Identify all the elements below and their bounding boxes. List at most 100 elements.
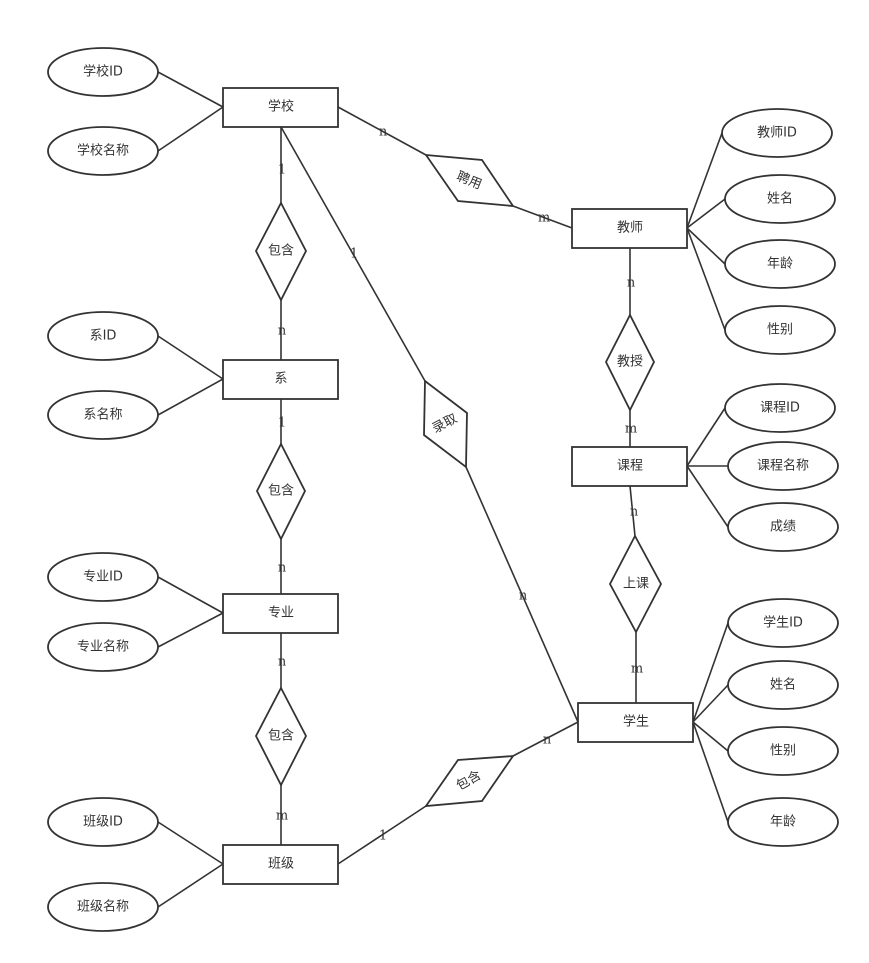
svg-text:班级名称: 班级名称 xyxy=(77,899,129,915)
attr-student-id: 学生ID xyxy=(727,598,839,648)
relationships: 聘用 包含 教授 录取 包含 上课 包含 包含 xyxy=(254,153,663,808)
svg-text:系: 系 xyxy=(274,372,287,387)
svg-text:学校名称: 学校名称 xyxy=(77,143,129,159)
link-student-name xyxy=(692,684,729,723)
entity-school: 学校 xyxy=(222,87,339,128)
attr-major-name: 专业名称 xyxy=(47,622,159,672)
svg-text:教师ID: 教师ID xyxy=(757,125,797,141)
svg-text:姓名: 姓名 xyxy=(770,677,796,693)
rel-attend: 上课 xyxy=(608,534,663,634)
entity-course: 课程 xyxy=(571,446,688,487)
svg-text:年龄: 年龄 xyxy=(770,815,796,830)
connectors xyxy=(157,71,729,908)
link-school-admit xyxy=(280,126,426,382)
attr-teacher-gender: 性别 xyxy=(724,305,836,355)
svg-text:学校: 学校 xyxy=(268,99,294,115)
link-admit-student xyxy=(465,466,579,723)
link-dept-name xyxy=(157,378,224,416)
svg-text:专业: 专业 xyxy=(268,606,294,621)
card-contain-class: m xyxy=(276,809,288,824)
attr-course-score: 成绩 xyxy=(727,502,839,552)
rel-contain-dept-major: 包含 xyxy=(255,442,307,542)
link-major-id xyxy=(157,576,224,614)
entity-dept: 系 xyxy=(222,359,339,400)
attr-dept-name: 系名称 xyxy=(47,390,159,440)
card-contain-dept: n xyxy=(278,324,287,339)
card-class-contain: 1 xyxy=(379,829,387,844)
link-class-name xyxy=(157,863,224,908)
svg-text:教授: 教授 xyxy=(617,354,643,370)
svg-text:课程: 课程 xyxy=(617,459,643,474)
svg-text:性别: 性别 xyxy=(767,323,793,338)
attributes: 学校ID 学校名称 系ID 系名称 专业ID 专业名称 班级ID 班级名称 xyxy=(47,47,839,932)
svg-text:班级: 班级 xyxy=(268,857,294,872)
card-admit-student: n xyxy=(519,589,528,604)
link-teacher-id xyxy=(686,132,723,229)
cardinalities: n m 1 n 1 n n m 1 n n m n m 1 n xyxy=(276,125,643,844)
card-teach-course: m xyxy=(625,422,637,437)
link-dept-id xyxy=(157,335,224,380)
card-school-admit: 1 xyxy=(350,247,358,262)
card-major-contain: n xyxy=(278,655,287,670)
attr-class-id: 班级ID xyxy=(47,797,159,847)
attr-student-name: 姓名 xyxy=(727,660,839,710)
link-class-id xyxy=(157,821,224,865)
card-attend-student: m xyxy=(631,662,643,677)
svg-text:教师: 教师 xyxy=(617,220,643,236)
rel-contain-major-class: 包含 xyxy=(254,686,308,787)
attr-school-name: 学校名称 xyxy=(47,126,159,176)
link-student-id xyxy=(692,622,729,723)
svg-text:课程名称: 课程名称 xyxy=(757,458,809,474)
svg-text:上课: 上课 xyxy=(623,577,649,592)
card-school-contain: 1 xyxy=(278,163,286,178)
link-course-attend xyxy=(629,485,636,537)
svg-text:专业名称: 专业名称 xyxy=(77,639,129,655)
link-teacher-age xyxy=(686,227,726,265)
link-contain-student xyxy=(512,721,579,757)
attr-school-id: 学校ID xyxy=(47,47,159,97)
rel-admit: 录取 xyxy=(423,379,468,469)
svg-text:包含: 包含 xyxy=(268,243,294,259)
attr-dept-id: 系ID xyxy=(47,311,159,361)
link-major-name xyxy=(157,612,224,648)
card-contain-major: n xyxy=(278,561,287,576)
svg-text:系名称: 系名称 xyxy=(83,407,122,423)
attr-course-id: 课程ID xyxy=(724,383,836,433)
link-teacher-gender xyxy=(686,227,726,331)
attr-major-id: 专业ID xyxy=(47,552,159,602)
card-teacher-teach: n xyxy=(627,276,636,291)
card-contain-student: n xyxy=(543,733,552,748)
entity-major: 专业 xyxy=(222,593,339,634)
attr-class-name: 班级名称 xyxy=(47,882,159,932)
attr-student-gender: 性别 xyxy=(727,726,839,776)
link-school-id xyxy=(157,71,224,108)
rel-hire: 聘用 xyxy=(424,153,515,208)
rel-contain-school-dept: 包含 xyxy=(254,201,308,302)
svg-text:专业ID: 专业ID xyxy=(83,570,123,585)
entities: 学校 教师 系 课程 专业 学生 班级 xyxy=(222,87,694,885)
card-course-attend: n xyxy=(630,505,639,520)
card-dept-contain: 1 xyxy=(278,416,286,431)
link-class-contain xyxy=(337,805,427,865)
link-teacher-name xyxy=(686,198,726,229)
svg-text:姓名: 姓名 xyxy=(767,191,793,207)
entity-student: 学生 xyxy=(577,702,694,743)
svg-text:学校ID: 学校ID xyxy=(83,64,123,80)
card-school-hire: n xyxy=(379,125,388,140)
svg-text:年龄: 年龄 xyxy=(767,257,793,272)
svg-text:成绩: 成绩 xyxy=(770,520,796,535)
attr-student-age: 年龄 xyxy=(727,797,839,847)
svg-text:学生: 学生 xyxy=(623,714,649,730)
svg-text:课程ID: 课程ID xyxy=(760,401,800,416)
svg-text:包含: 包含 xyxy=(268,483,294,499)
link-school-name xyxy=(157,106,224,152)
link-course-id xyxy=(686,407,726,467)
svg-text:性别: 性别 xyxy=(770,744,796,759)
svg-text:系ID: 系ID xyxy=(90,329,117,344)
link-student-gender xyxy=(692,721,729,752)
link-school-hire xyxy=(337,106,427,156)
attr-teacher-name: 姓名 xyxy=(724,174,836,224)
attr-course-name: 课程名称 xyxy=(727,441,839,491)
link-hire-teacher xyxy=(512,205,573,229)
